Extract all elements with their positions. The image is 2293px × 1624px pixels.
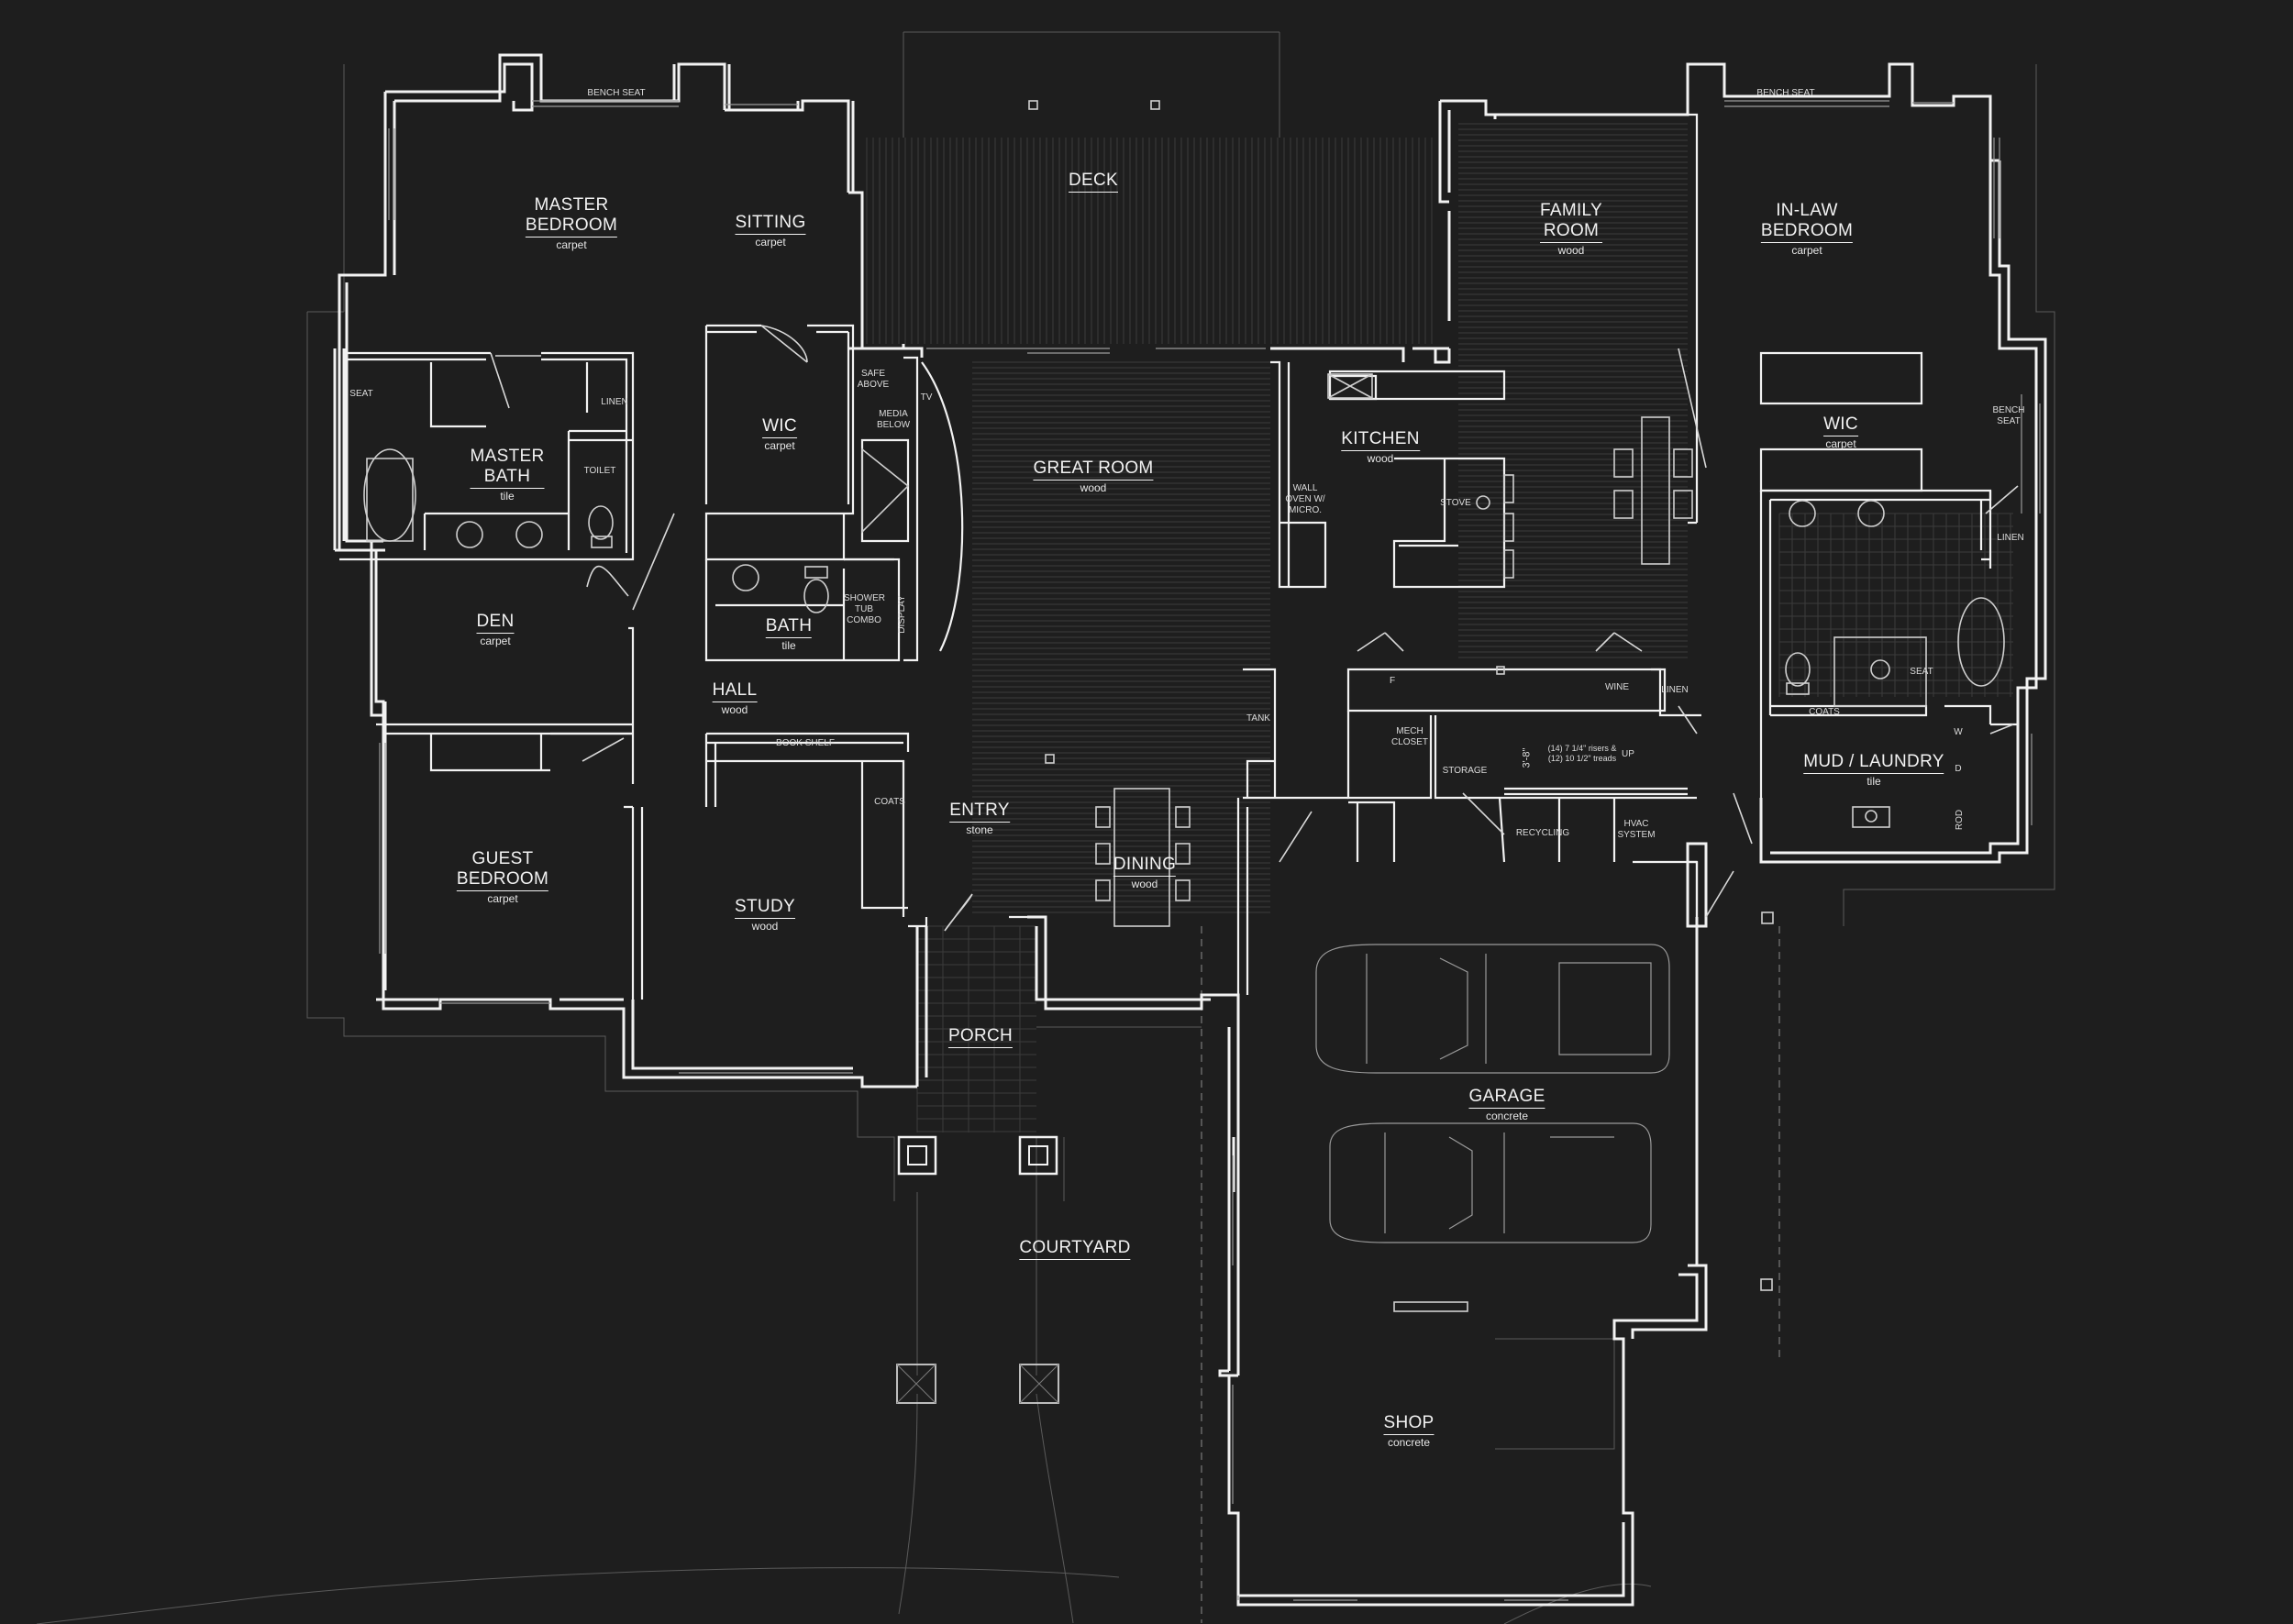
room-label-porch: PORCH [947, 1026, 1014, 1048]
note-linen-hall: LINEN [1661, 685, 1689, 695]
vehicles [1315, 944, 1670, 1243]
note-rod: ROD [1955, 809, 1965, 831]
interior-walls [339, 113, 2018, 1000]
note-toilet: TOILET [583, 466, 616, 476]
note-safe-above: SAFE ABOVE [857, 369, 890, 390]
tile-grids [916, 513, 2013, 1132]
note-fridge: F [1389, 676, 1396, 686]
note-media-below: MEDIA BELOW [876, 409, 911, 430]
windows [379, 100, 2041, 1601]
note-storage: STORAGE [1442, 766, 1488, 776]
note-linen-master: LINEN [601, 397, 628, 407]
note-dryer: D [1955, 764, 1962, 774]
family-room-floorboards [1458, 123, 1688, 658]
exterior-walls [333, 53, 2047, 1607]
note-bench-seat-right: BENCH SEAT [1992, 405, 2025, 426]
note-washer: W [1954, 727, 1963, 737]
note-stair: (14) 7 1/4" risers & (12) 10 1/2" treads [1541, 744, 1623, 764]
note-linen-inlaw: LINEN [1997, 533, 2024, 543]
note-tank: TANK [1246, 713, 1270, 724]
note-wine: WINE [1604, 682, 1630, 692]
pillars [896, 1135, 1059, 1404]
note-stove: STOVE [1440, 498, 1471, 508]
note-coats-entry: COATS [874, 797, 905, 807]
note-display: DISPLAY [897, 595, 907, 634]
note-wall-oven: WALL OVEN W/ MICRO. [1285, 483, 1325, 515]
note-book-shelf: BOOK SHELF [776, 738, 835, 748]
note-seat: SEAT [349, 389, 373, 399]
note-bench-seat-master: BENCH SEAT [587, 88, 646, 98]
note-stair-dim: 3'-8" [1521, 747, 1533, 768]
note-up: UP [1622, 749, 1634, 759]
fixtures [363, 100, 2005, 1312]
note-hvac: HVAC SYSTEM [1617, 819, 1656, 840]
deck-planking [866, 138, 1433, 344]
note-coats-mud: COATS [1809, 707, 1840, 717]
note-shower-tub: SHOWER TUB COMBO [844, 593, 885, 625]
note-bench-seat-inlaw: BENCH SEAT [1756, 88, 1815, 98]
room-label-courtyard: COURTYARD [1019, 1238, 1131, 1260]
note-tv: TV [920, 392, 933, 403]
overhang-lines [36, 31, 2055, 1624]
great-room-floorboards [972, 361, 1270, 913]
note-mech-closet: MECH CLOSET [1391, 726, 1429, 747]
room-label-deck: DECK [1069, 171, 1118, 193]
note-recycling: RECYCLING [1515, 828, 1570, 838]
note-seat-inlaw: SEAT [1910, 667, 1933, 677]
door-swings [490, 325, 2019, 932]
